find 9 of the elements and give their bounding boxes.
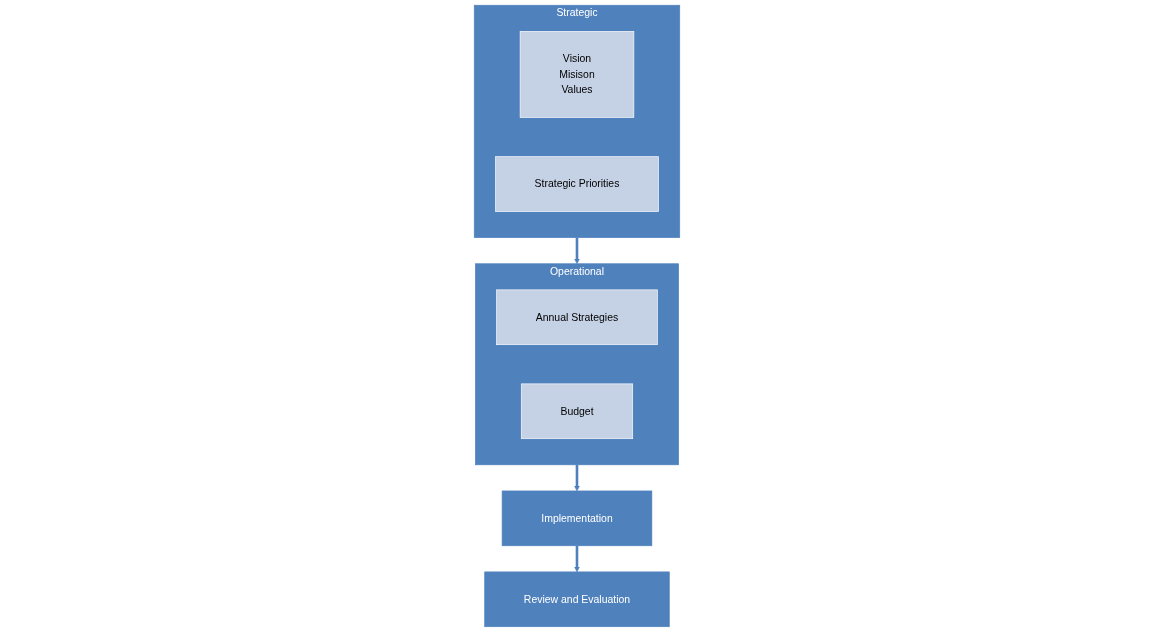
node-box: Annual Strategies <box>496 289 658 346</box>
node-box: Budget <box>520 383 634 440</box>
node-box: Implementation <box>501 490 653 547</box>
node-box: Vision Misison Values <box>519 31 635 118</box>
node-box: Review and Evaluation <box>484 571 670 628</box>
arrow <box>574 464 580 492</box>
arrow <box>574 545 580 573</box>
arrow <box>574 237 580 265</box>
node-box: Strategic Priorities <box>495 156 659 212</box>
